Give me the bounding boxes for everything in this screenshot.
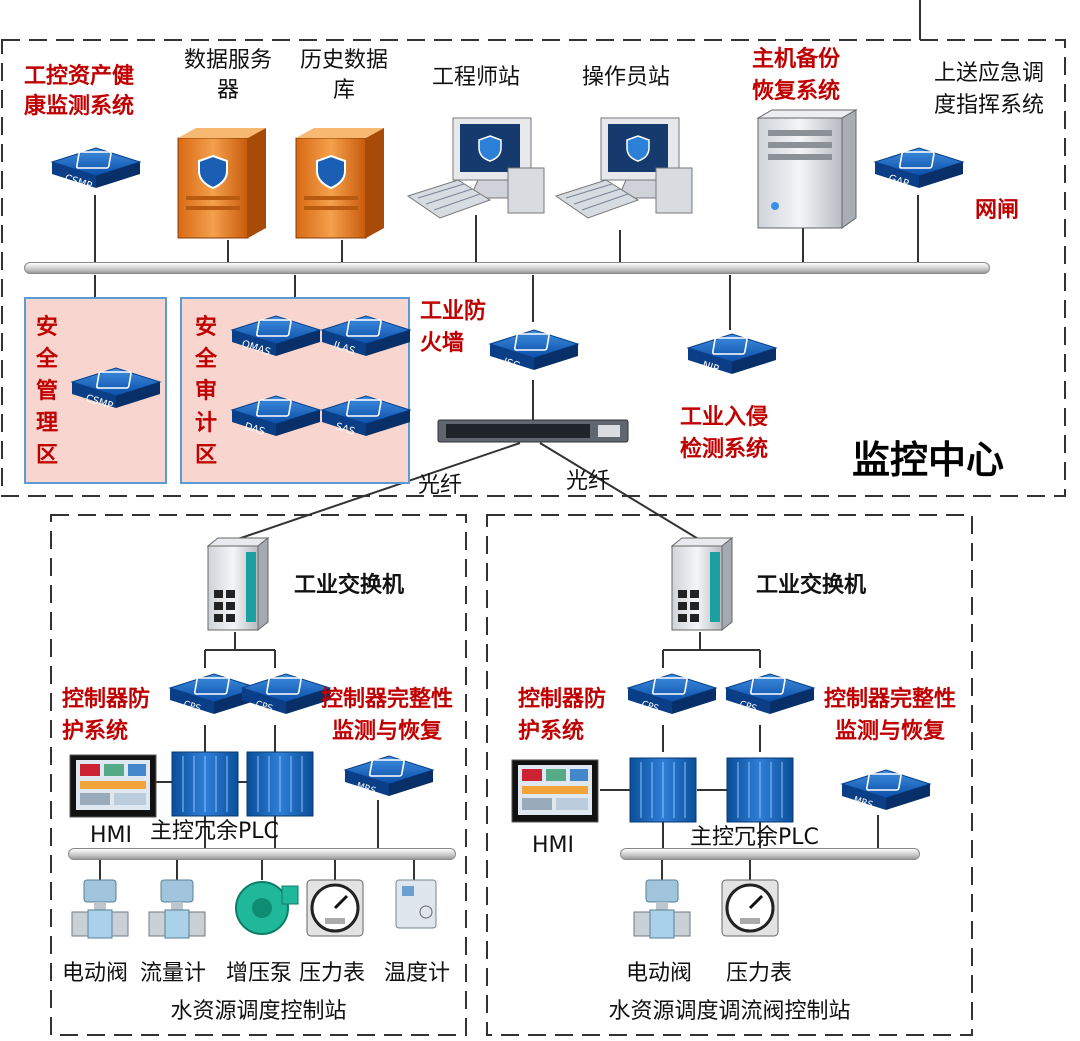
right-electric-valve-icon — [633, 879, 691, 939]
data-server-icon — [177, 127, 267, 239]
right-pressure-gauge-icon — [720, 878, 780, 938]
core-network-bus — [24, 262, 990, 274]
security-management-label: 安 全 管 理 区 — [36, 315, 59, 468]
right-plc-label: 主控冗余PLC — [690, 825, 819, 850]
left-plc-a-icon — [171, 751, 239, 817]
left-device-label-3: 增压泵 — [226, 961, 293, 986]
monitor-center-border — [1, 39, 1066, 497]
right-plc-b-icon — [726, 757, 794, 823]
left-electric-valve-icon — [71, 879, 129, 939]
left-plc-label: 主控冗余PLC — [150, 819, 279, 844]
fiber-right-label: 光纤 — [566, 469, 611, 494]
right-device-label-1: 电动阀 — [626, 961, 693, 986]
right-field-bus — [620, 848, 920, 860]
engineer-station-label: 工程师站 — [432, 65, 521, 90]
left-device-label-5: 温度计 — [384, 961, 451, 986]
right-controller-integrity-label: 控制器完整性 监测与恢复 — [823, 687, 956, 744]
monitor-center-title: 监控中心 — [852, 438, 1005, 482]
left-device-label-2: 流量计 — [140, 961, 207, 986]
left-device-label-4: 压力表 — [299, 961, 366, 986]
left-controller-integrity-label: 控制器完整性 监测与恢复 — [320, 687, 453, 744]
ids-label: 工业入侵 检测系统 — [680, 405, 769, 462]
data-server-label: 数据服务 器 — [183, 48, 272, 103]
csmp-system-label: 工控资产健 康监测系统 — [24, 64, 135, 119]
left-controller-protect-label: 控制器防 护系统 — [62, 687, 151, 744]
host-backup-label: 主机备份 恢复系统 — [752, 47, 841, 104]
left-hmi-label: HMI — [90, 823, 133, 848]
firewall-label: 工业防 火墙 — [420, 299, 487, 356]
right-station-border — [486, 514, 973, 1036]
security-audit-label: 安 全 审 计 区 — [195, 315, 218, 468]
left-device-label-1: 电动阀 — [62, 961, 129, 986]
engineer-station-icon — [407, 117, 545, 219]
right-device-label-2: 压力表 — [726, 961, 793, 986]
operator-station-icon — [555, 117, 693, 219]
upload-dispatch-label: 上送应急调 度指挥系统 — [934, 61, 1045, 118]
right-plc-a-icon — [629, 757, 697, 823]
left-thermometer-icon — [395, 879, 437, 929]
left-switch-label: 工业交换机 — [294, 573, 405, 598]
left-industrial-switch-icon — [207, 537, 269, 631]
fiber-left-label: 光纤 — [418, 473, 463, 498]
backup-server-icon — [756, 109, 858, 229]
left-booster-pump-icon — [235, 881, 299, 935]
core-switch-icon — [437, 419, 629, 443]
right-station-name: 水资源调度调流阀控制站 — [608, 999, 851, 1024]
left-station-border — [50, 514, 467, 1036]
right-hmi-icon — [511, 759, 599, 823]
right-industrial-switch-icon — [671, 537, 733, 631]
right-switch-label: 工业交换机 — [756, 573, 867, 598]
left-plc-b-icon — [246, 751, 314, 817]
left-pressure-gauge-icon — [305, 878, 365, 938]
gatekeeper-label: 网闸 — [975, 198, 1020, 223]
left-field-bus — [68, 848, 456, 860]
history-database-icon — [295, 127, 385, 239]
right-hmi-label: HMI — [532, 833, 575, 858]
right-controller-protect-label: 控制器防 护系统 — [518, 687, 607, 744]
left-flowmeter-icon — [148, 879, 206, 939]
operator-station-label: 操作员站 — [582, 65, 671, 90]
history-db-label: 历史数据 库 — [299, 48, 388, 103]
left-hmi-icon — [69, 754, 157, 818]
left-station-name: 水资源调度控制站 — [170, 999, 347, 1024]
